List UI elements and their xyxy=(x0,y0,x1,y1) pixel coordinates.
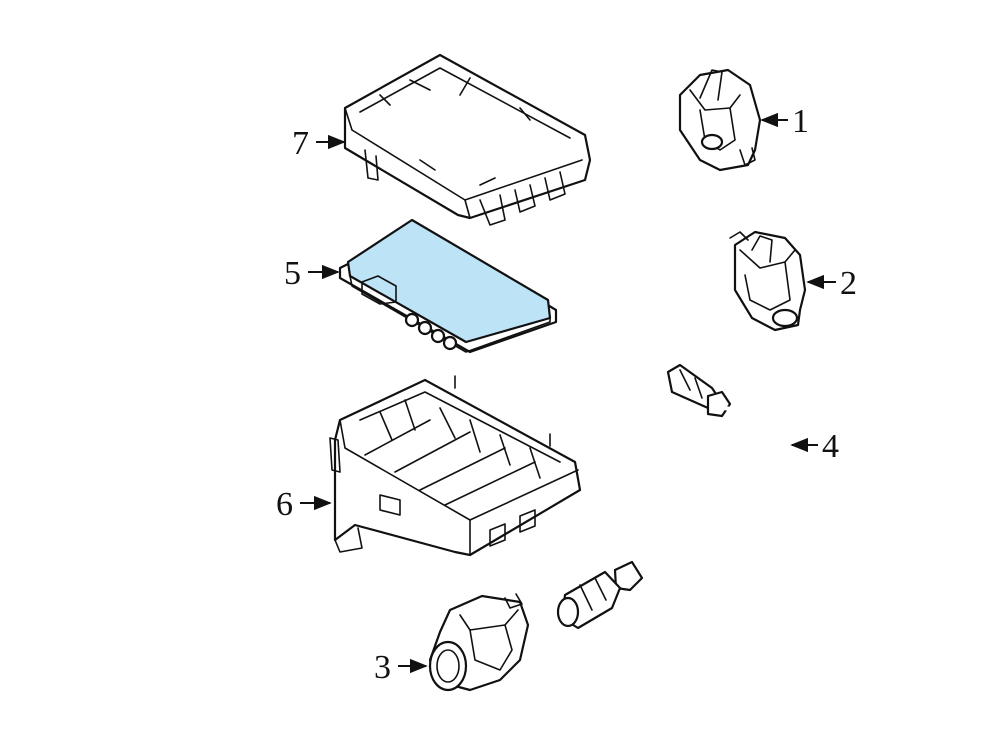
callout-label: 5 xyxy=(284,255,301,292)
module-cover-icon[interactable] xyxy=(343,53,592,226)
parking-sensor-icon[interactable] xyxy=(428,593,530,692)
callout-label: 1 xyxy=(792,103,809,140)
callout-label: 7 xyxy=(292,125,309,162)
callout-5: 5 xyxy=(284,255,340,292)
bracket-tray-icon[interactable] xyxy=(329,375,582,557)
callout-7: 7 xyxy=(292,125,346,162)
callout-2: 2 xyxy=(806,265,857,302)
callout-3: 3 xyxy=(374,649,428,686)
control-module-icon[interactable] xyxy=(338,218,558,354)
wire-harness-icon[interactable] xyxy=(556,363,793,630)
callout-6: 6 xyxy=(276,486,332,523)
callout-label: 6 xyxy=(276,486,293,523)
sensor-connector-icon[interactable] xyxy=(678,68,762,172)
callout-1: 1 xyxy=(760,103,809,140)
callout-4: 4 xyxy=(790,428,839,465)
sensor-connector-icon[interactable] xyxy=(729,230,807,332)
callout-label: 4 xyxy=(822,428,839,465)
callout-label: 2 xyxy=(840,265,857,302)
module-highlight xyxy=(346,218,552,344)
callout-label: 3 xyxy=(374,649,391,686)
